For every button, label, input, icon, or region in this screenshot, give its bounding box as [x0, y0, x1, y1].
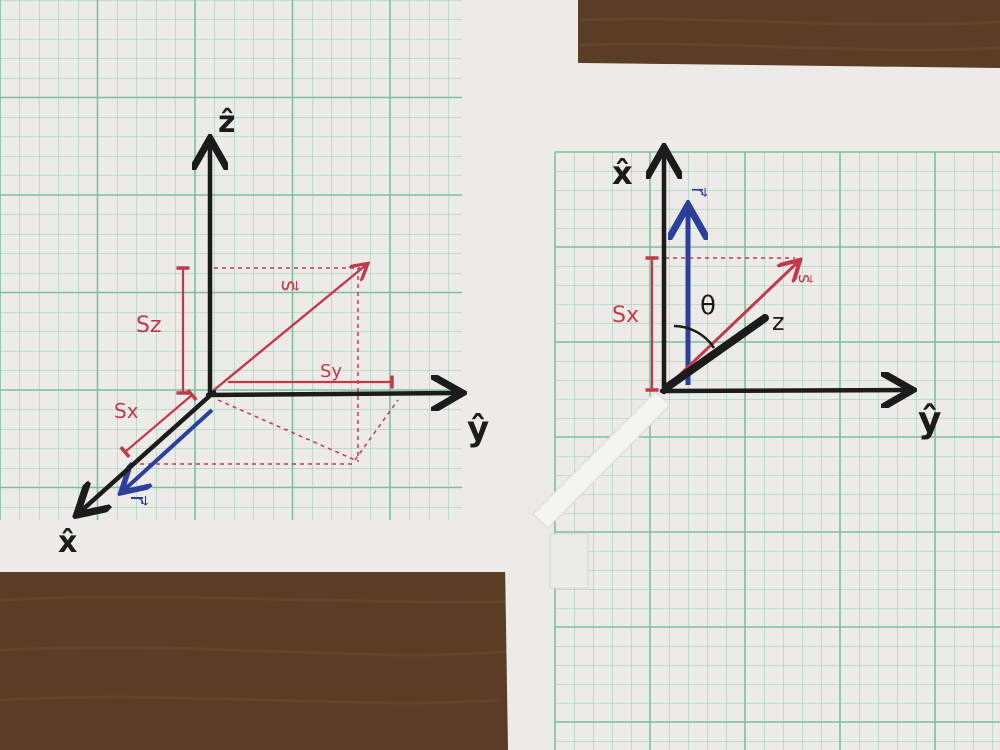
right-vector-r-label: r⃗	[687, 187, 711, 197]
left-y-axis	[205, 393, 458, 395]
right-vector-s-label: s⃗	[794, 274, 815, 283]
right-sx-label: Sx	[612, 303, 639, 328]
left-vector-s-label: s⃗	[276, 280, 301, 291]
sx-component-line	[119, 388, 198, 459]
left-sz-label: Sz	[136, 313, 162, 338]
angle-theta-label: θ	[700, 291, 716, 321]
left-vector-r	[124, 408, 214, 490]
left-sheet	[0, 0, 578, 572]
right-diagram: x̂ ŷ s⃗ r⃗ Sx θ z	[612, 152, 941, 441]
left-y-axis-label: ŷ	[467, 409, 489, 449]
left-diagram: ẑ ŷ x̂ s⃗ r⃗ Sz Sy Sx	[58, 105, 489, 560]
left-sx-label: Sx	[114, 399, 139, 423]
left-z-axis-label: ẑ	[218, 105, 235, 140]
pointer-z-label: z	[772, 308, 785, 336]
left-vector-r-label: r⃗	[125, 495, 150, 506]
left-x-axis-label: x̂	[58, 525, 77, 560]
left-construction-lines	[132, 267, 399, 465]
white-rod-object	[532, 391, 671, 589]
right-sheet	[497, 62, 1000, 750]
angle-arc	[673, 324, 716, 349]
left-sy-label: Sy	[320, 361, 342, 382]
right-y-axis-label: ŷ	[918, 400, 941, 441]
right-vector-s	[664, 262, 798, 390]
right-z-pointer	[662, 314, 769, 392]
right-y-axis	[659, 390, 908, 391]
left-x-axis	[80, 389, 217, 512]
left-vector-s	[213, 265, 366, 391]
right-x-axis-label: x̂	[612, 154, 633, 192]
